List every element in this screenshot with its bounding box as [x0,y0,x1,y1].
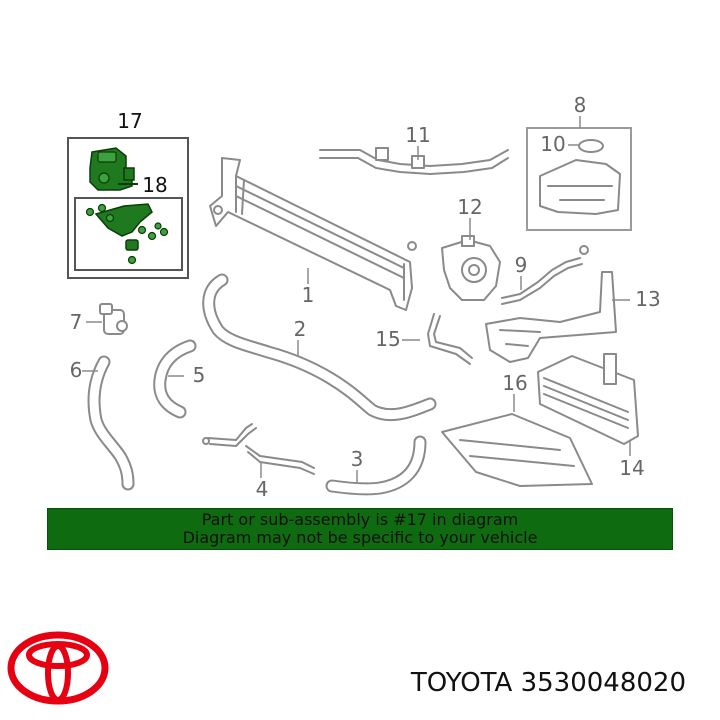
toyota-logo-icon [7,631,109,705]
part-2-hose: 2 [202,273,437,422]
callout-15: 15 [375,327,400,351]
callout-11: 11 [405,123,430,147]
part-11-pipe: 11 [319,123,509,175]
callout-4: 4 [256,477,269,501]
part-17-highlighted[interactable] [89,147,138,191]
assembly-17-box [67,137,189,279]
banner-line-2: Diagram may not be specific to your vehi… [182,528,538,547]
reservoir-box [526,127,632,231]
part-8-reservoir: 8 10 [526,93,632,231]
callout-14: 14 [619,456,644,480]
banner-line-1: Part or sub-assembly is #17 in diagram [201,510,519,529]
subassembly-18-box [74,197,183,271]
part-number-caption: TOYOTA 3530048020 [410,668,686,698]
part-3-hose: 3 [325,435,427,496]
part-4-pipe: 4 [202,423,315,501]
callout-7: 7 [70,310,83,334]
part-9-pipe: 9 [501,245,589,305]
callout-13: 13 [635,287,660,311]
callout-10: 10 [540,132,565,156]
callout-17: 17 [117,109,142,133]
part-12-pump: 12 [441,195,501,301]
callout-6: 6 [70,358,83,382]
part-14-cooler: 14 [537,353,645,480]
part-7-fitting: 7 [70,303,128,335]
part-15-pipe: 15 [375,313,473,365]
callout-3: 3 [351,447,364,471]
callout-8: 8 [574,93,587,117]
fitment-banner: Part or sub-assembly is #17 in diagram D… [47,508,673,550]
part-18-highlighted[interactable] [85,203,169,265]
callout-1: 1 [302,283,315,307]
part-1-radiator: 1 [209,157,417,311]
callout-18: 18 [142,173,167,197]
part-5-hose: 5 [153,339,206,419]
part-16-cover: 16 [441,371,593,487]
callout-5: 5 [193,363,206,387]
part-13-bracket: 13 [485,271,661,363]
callout-12: 12 [457,195,482,219]
assembly-17-group: 17 18 [67,109,189,279]
callout-9: 9 [515,253,528,277]
callout-2: 2 [294,317,307,341]
callout-16: 16 [502,371,527,395]
part-6-hose: 6 [70,355,135,491]
